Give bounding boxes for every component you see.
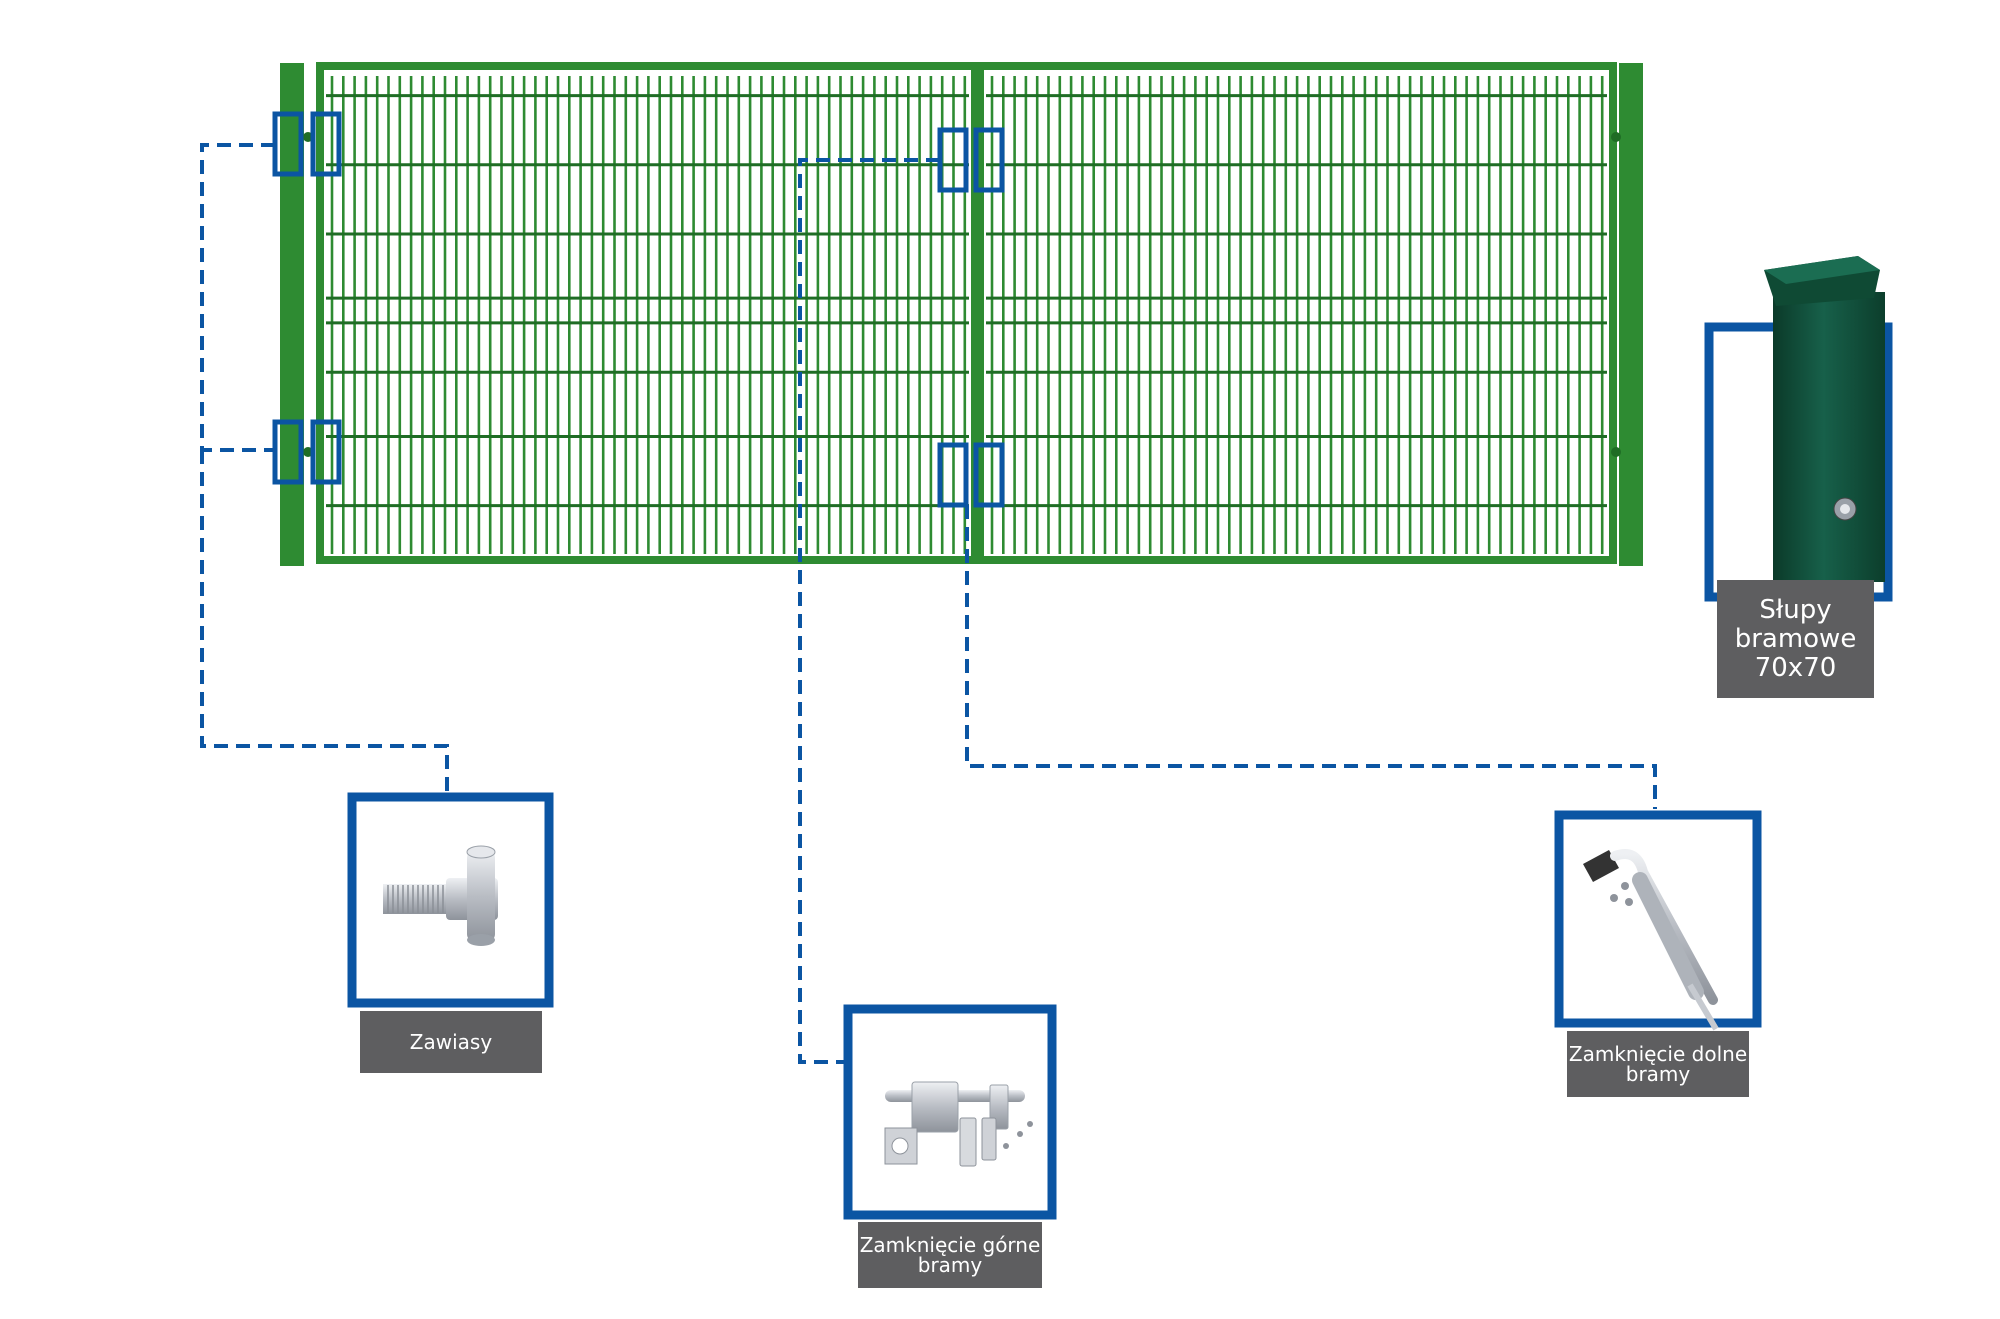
gate-leaf-frame bbox=[316, 62, 979, 564]
hinge-pin bbox=[1611, 132, 1621, 142]
top-latch-label-line-2: bramy bbox=[917, 1253, 983, 1277]
lower-hinge-bracket-right bbox=[310, 419, 342, 485]
top-latch-bracket-left bbox=[937, 127, 969, 193]
bottom-latch-bracket-left bbox=[937, 442, 969, 508]
connector-lines bbox=[200, 143, 1657, 1064]
top-latch-connector-line bbox=[798, 158, 940, 1064]
hinges-label-box: Zawiasy bbox=[360, 1011, 542, 1073]
gate-post-label-line-1: Słupy bbox=[1759, 594, 1832, 625]
gate-post-label-line-2: bramowe bbox=[1734, 623, 1857, 654]
hinge-connector-line bbox=[200, 143, 449, 793]
double-gate bbox=[280, 62, 1643, 566]
bottom-latch-connector-line bbox=[965, 505, 1657, 809]
gate-post-callout bbox=[1704, 256, 1893, 602]
hinge-bolt-icon bbox=[383, 845, 498, 946]
hinges-label-text: Zawiasy bbox=[409, 1030, 493, 1054]
gate-post-icon bbox=[1764, 256, 1885, 582]
bottom-latch-label-line-2: bramy bbox=[1625, 1062, 1691, 1086]
top-latch-bracket-right bbox=[973, 127, 1005, 193]
gate-leaf-frame bbox=[976, 62, 1617, 564]
bottom-latch-label-box: Zamknięcie dolne bramy bbox=[1567, 1031, 1749, 1097]
top-latch-label-box: Zamknięcie górne bramy bbox=[858, 1222, 1042, 1288]
upper-hinge-bracket-left bbox=[272, 111, 304, 177]
hinges-callout bbox=[347, 792, 554, 1008]
bottom-latch-label-line-1: Zamknięcie dolne bbox=[1568, 1042, 1748, 1066]
bottom-latch-callout bbox=[1554, 810, 1762, 1031]
gate-highlight-brackets bbox=[272, 111, 1005, 508]
drop-bolt-icon bbox=[1583, 849, 1719, 1031]
left-gate-leaf bbox=[316, 62, 979, 564]
right-gate-leaf bbox=[976, 62, 1617, 564]
hinge-pin bbox=[1611, 447, 1621, 457]
gate-post-label-line-3: 70x70 bbox=[1754, 652, 1837, 683]
slide-bolt-latch-icon bbox=[884, 1081, 1033, 1167]
gate-post-label-box: Słupy bramowe 70x70 bbox=[1717, 580, 1874, 698]
bottom-latch-bracket-right bbox=[973, 442, 1005, 508]
top-latch-label-line-1: Zamknięcie górne bbox=[859, 1233, 1041, 1257]
lower-hinge-bracket-left bbox=[272, 419, 304, 485]
top-latch-callout bbox=[843, 1004, 1057, 1220]
right-gate-post bbox=[1619, 63, 1643, 566]
upper-hinge-bracket-right bbox=[310, 111, 342, 177]
